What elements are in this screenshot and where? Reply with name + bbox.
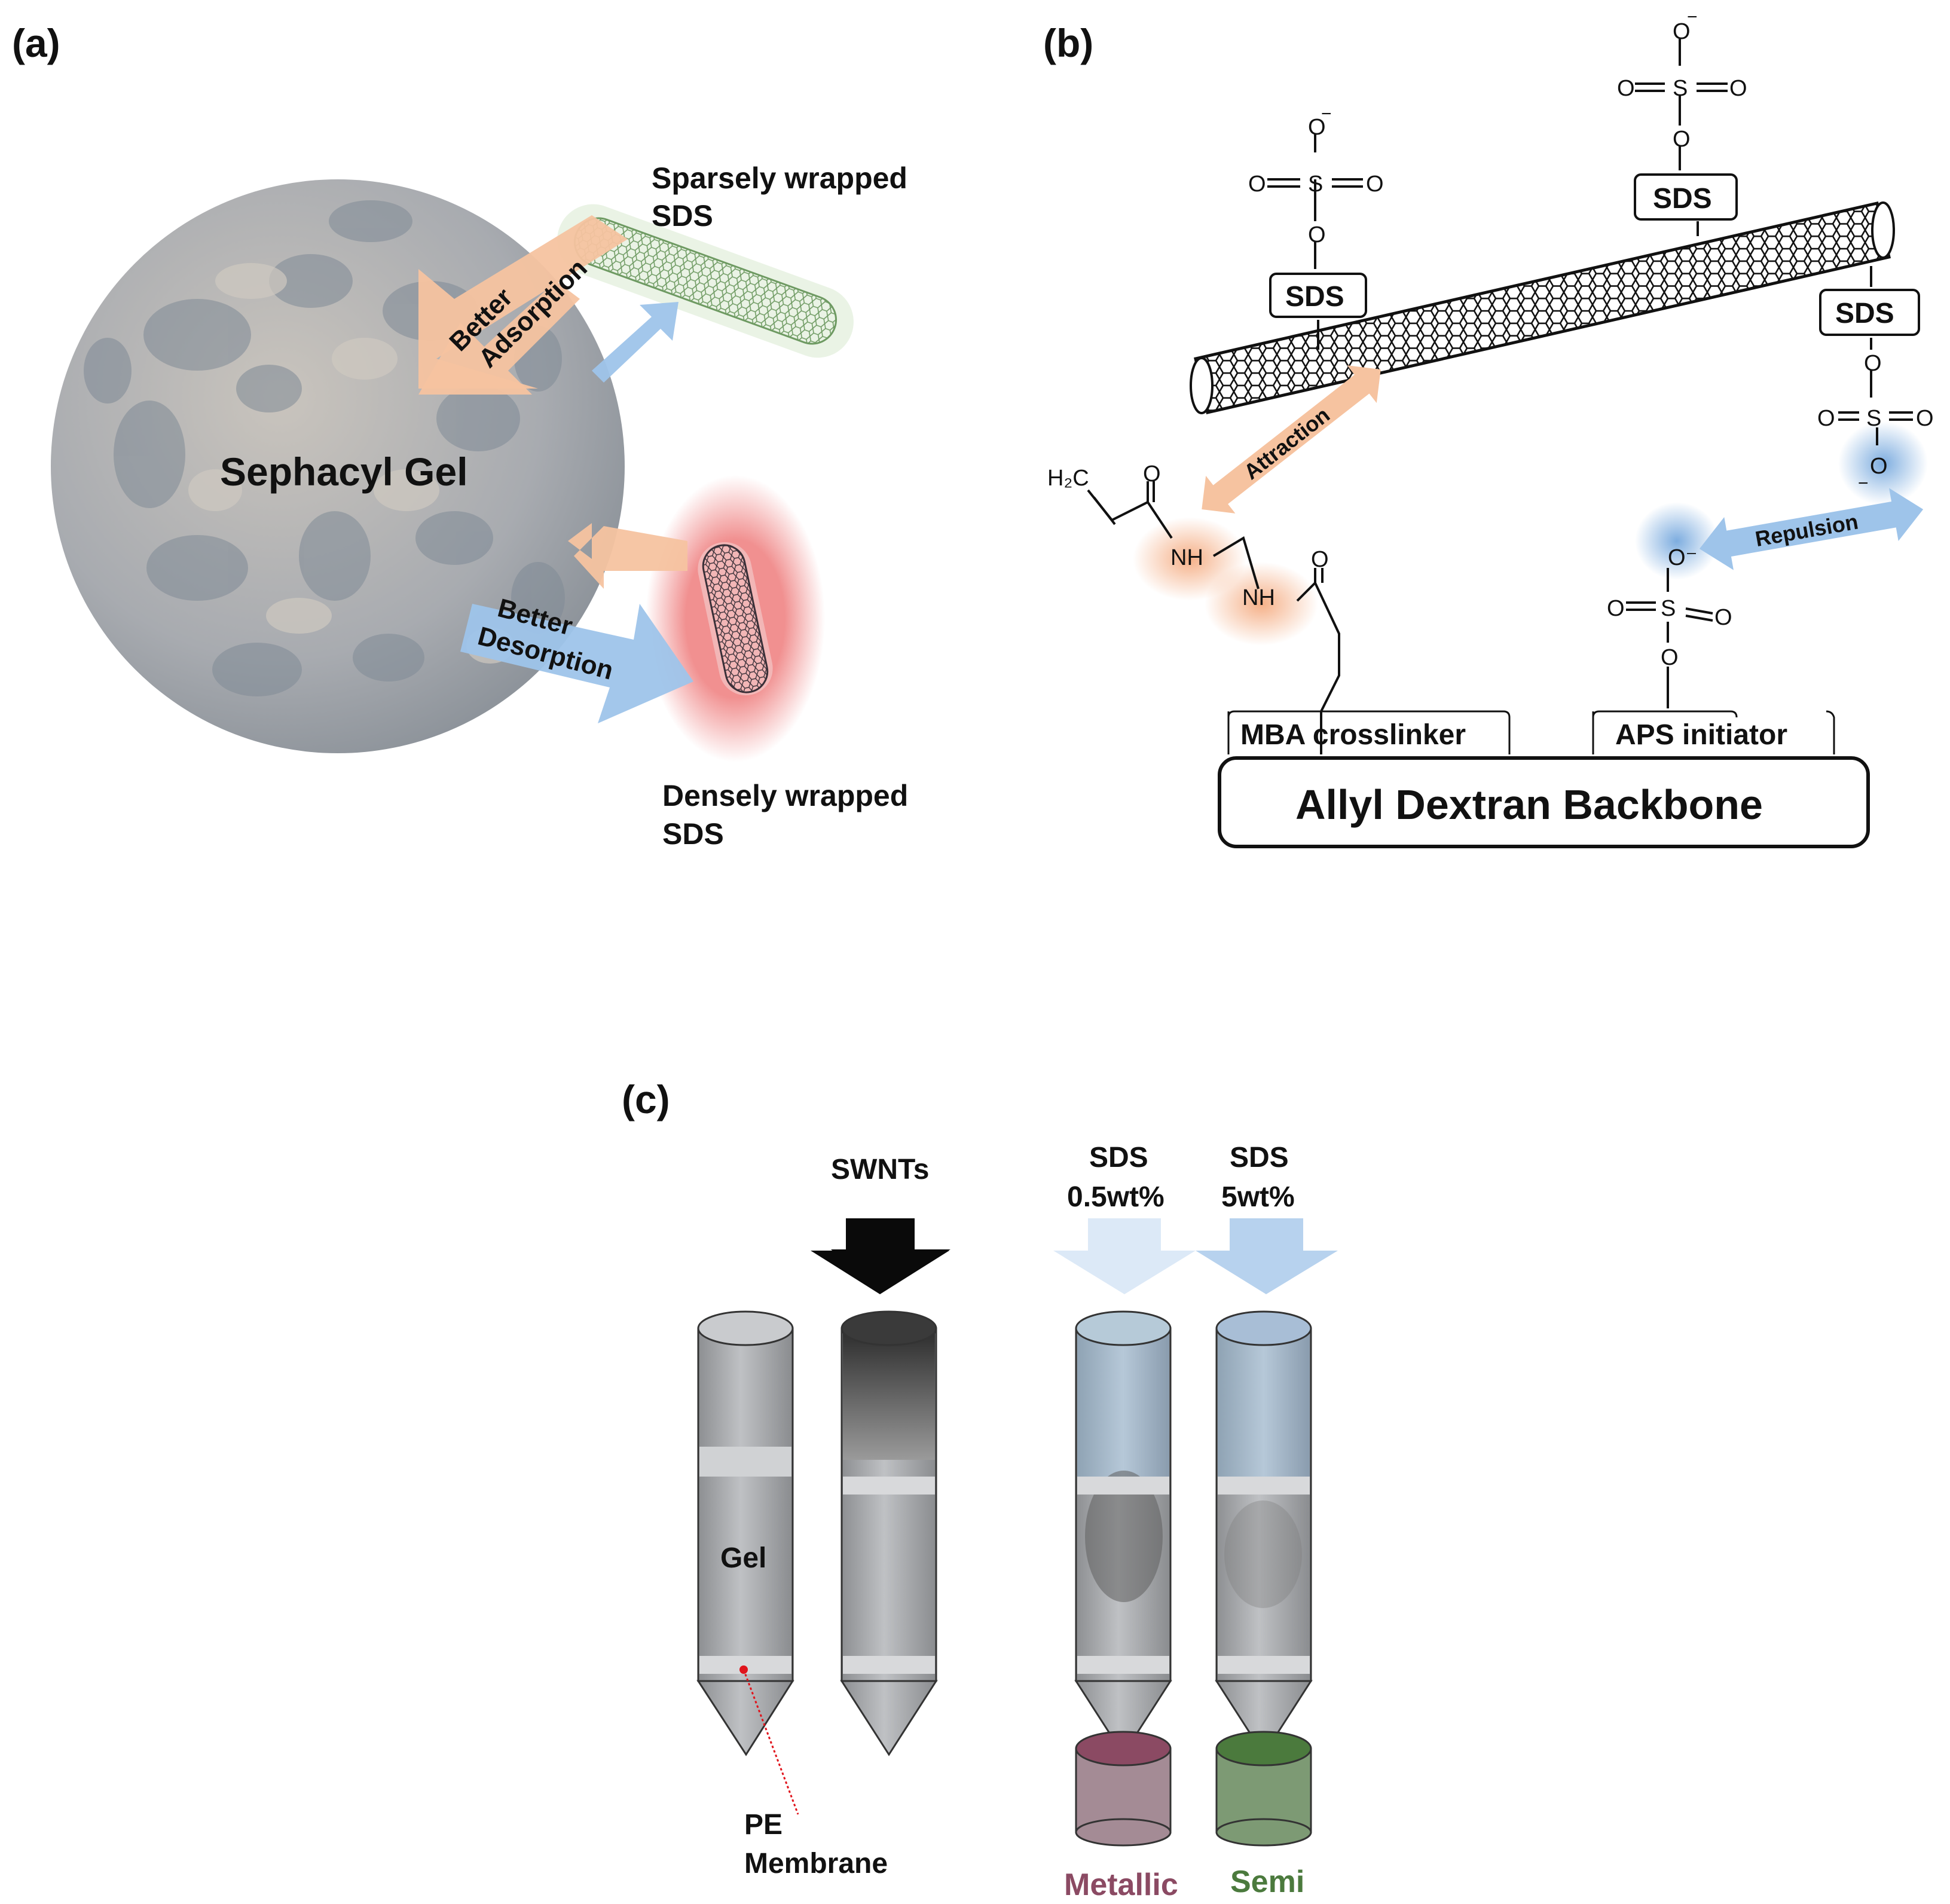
charge-glow bbox=[1635, 502, 1719, 580]
atom-o: O bbox=[1311, 547, 1329, 572]
sds-group-top bbox=[1634, 39, 1738, 236]
sds-high-label-2: 5wt% bbox=[1221, 1181, 1295, 1213]
carbon-nanotube-icon bbox=[1190, 201, 1895, 414]
semi-label: Semi bbox=[1230, 1865, 1304, 1899]
charge-glow bbox=[1838, 421, 1928, 505]
repulsion-arrow: Repulsion bbox=[1699, 488, 1924, 570]
atom-o: O bbox=[1673, 127, 1691, 152]
atom-minus: − bbox=[1321, 104, 1332, 124]
membrane-label-1: PE bbox=[744, 1809, 783, 1841]
gel-name: Sephacyl Gel bbox=[220, 450, 468, 494]
sds-box-label: SDS bbox=[1653, 183, 1712, 215]
atom-o: O bbox=[1870, 454, 1888, 479]
atom-o: O bbox=[1864, 351, 1882, 376]
atom-o: O bbox=[1607, 596, 1625, 621]
sparse-label-1: Sparsely wrapped bbox=[652, 161, 907, 195]
carbon-nanotube-icon bbox=[646, 475, 825, 762]
panel-a: (a) bbox=[12, 21, 908, 851]
atom-s: S bbox=[1661, 596, 1676, 621]
atom-o-minus: O⁻ bbox=[1668, 545, 1698, 570]
backbone-box bbox=[1218, 756, 1870, 848]
charge-glow bbox=[1205, 562, 1318, 646]
sds-group-left bbox=[1267, 135, 1367, 350]
atom-minus: − bbox=[1858, 473, 1869, 493]
sds-high-arrow bbox=[1196, 1218, 1338, 1294]
membrane-label-2: Membrane bbox=[744, 1848, 888, 1879]
sds-box-label: SDS bbox=[1835, 298, 1894, 329]
atom-o: O bbox=[1308, 222, 1326, 247]
atom-o: O bbox=[1248, 172, 1266, 197]
panel-c: (c) SWNTs SDS 0.5wt% SDS 5wt% Gel PE Mem… bbox=[622, 1077, 1338, 1902]
collection-vial-icon bbox=[1075, 1731, 1172, 1847]
swnts-label: SWNTs bbox=[831, 1154, 929, 1185]
sds-low-arrow bbox=[1053, 1218, 1196, 1294]
sds-group-right bbox=[1819, 266, 1920, 445]
atom-o: O bbox=[1817, 406, 1835, 431]
panel-b-label: (b) bbox=[1043, 21, 1093, 65]
atom-s: S bbox=[1308, 172, 1323, 197]
atom-o: O bbox=[1673, 19, 1691, 44]
atom-o: O bbox=[1714, 605, 1732, 630]
backbone-label: Allyl Dextran Backbone bbox=[1295, 781, 1763, 828]
sds-low-label-1: SDS bbox=[1089, 1142, 1148, 1173]
gel-label: Gel bbox=[720, 1542, 766, 1574]
atom-o: O bbox=[1143, 462, 1161, 487]
atom-s: S bbox=[1866, 406, 1881, 431]
sds-low-label-2: 0.5wt% bbox=[1067, 1181, 1165, 1213]
atom-nh: NH bbox=[1170, 545, 1203, 570]
atom-s: S bbox=[1673, 76, 1688, 101]
atom-nh: NH bbox=[1242, 585, 1275, 610]
gel-column-icon bbox=[1215, 1310, 1313, 1756]
mba-structure bbox=[1087, 481, 1511, 754]
dense-label-1: Densely wrapped bbox=[662, 779, 908, 812]
atom-minus: − bbox=[1687, 7, 1698, 27]
atom-o: O bbox=[1661, 645, 1679, 670]
desorption-arrow bbox=[592, 302, 678, 383]
sds-high-label-1: SDS bbox=[1230, 1142, 1289, 1173]
collection-vial-icon bbox=[1215, 1731, 1312, 1847]
atom-h2c: H₂C bbox=[1047, 466, 1089, 491]
aps-sulfate bbox=[1592, 568, 1835, 754]
panel-a-label: (a) bbox=[12, 21, 60, 65]
dense-label-2: SDS bbox=[662, 817, 724, 851]
gel-column-icon bbox=[1074, 1310, 1172, 1756]
gel-column-icon bbox=[696, 1310, 799, 1815]
sds-box-label: SDS bbox=[1285, 281, 1344, 313]
mba-label: MBA crosslinker bbox=[1240, 719, 1466, 751]
atom-o: O bbox=[1916, 406, 1934, 431]
adsorption-arrow bbox=[418, 215, 628, 389]
metallic-label: Metallic bbox=[1064, 1868, 1178, 1902]
panel-c-label: (c) bbox=[622, 1077, 670, 1121]
atom-o: O bbox=[1308, 115, 1326, 140]
sparse-label-2: SDS bbox=[652, 199, 713, 233]
attraction-label: Attraction bbox=[1239, 402, 1334, 484]
gel-column-icon bbox=[840, 1310, 938, 1756]
panel-b: (b) O − O S O O SDS bbox=[1043, 7, 1934, 848]
aps-label: APS initiator bbox=[1615, 719, 1787, 751]
atom-o: O bbox=[1729, 76, 1747, 101]
repulsion-label: Repulsion bbox=[1753, 509, 1860, 552]
atom-o: O bbox=[1366, 172, 1384, 197]
adsorption-arrow bbox=[568, 523, 687, 589]
desorption-arrow bbox=[460, 604, 693, 723]
atom-o: O bbox=[1617, 76, 1635, 101]
swnts-arrow bbox=[811, 1218, 949, 1294]
